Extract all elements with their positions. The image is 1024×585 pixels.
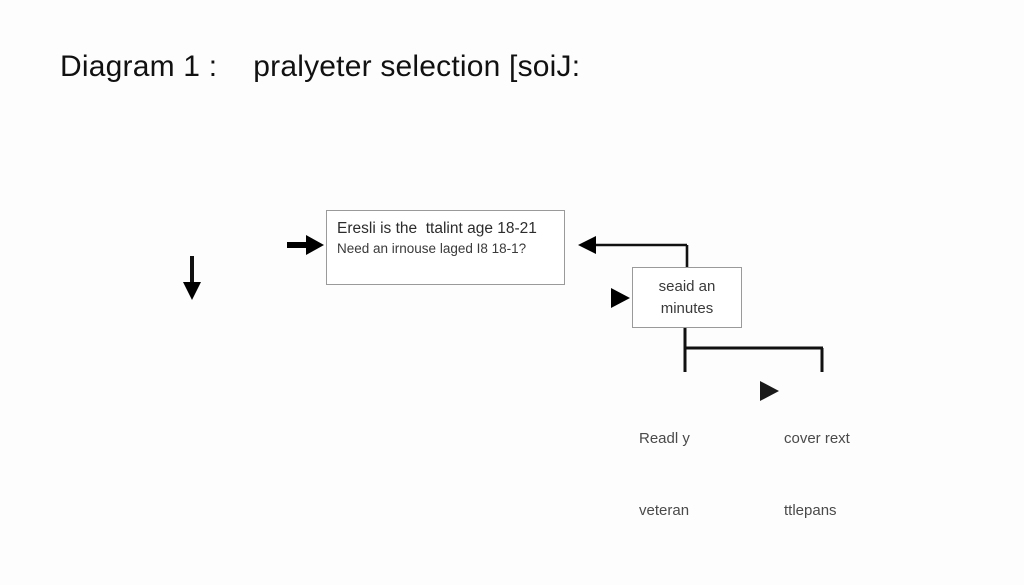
leaf-label-left-line-2: veteran (639, 502, 690, 519)
page-title: Diagram 1 : pralyeter selection [soiJ: (60, 50, 580, 84)
branch-connector (683, 328, 824, 372)
leaf-label-left-line-1: Readl y (639, 430, 690, 447)
leaf-label-right: cover rext ttlepans (784, 379, 850, 571)
down-arrow-icon (183, 256, 201, 300)
process-box-primary[interactable]: Eresli is the ttalint age 18-21 Need an … (326, 210, 565, 285)
process-box-secondary[interactable]: seaid an minutes (632, 267, 742, 328)
leaf-label-right-line-1: cover rext (784, 430, 850, 447)
process-box-primary-line-1: Eresli is the ttalint age 18-21 (337, 220, 537, 237)
page-title-text: pralyeter selection [soiJ: (253, 50, 581, 83)
leaf-label-right-line-2: ttlepans (784, 502, 837, 519)
leaf-label-left: Readl y veteran (639, 379, 690, 571)
entry-arrow-icon (287, 235, 324, 255)
process-box-secondary-line-2: minutes (660, 299, 714, 317)
process-box-primary-line-2: Need an irnouse laged I8 18-1? (337, 241, 527, 256)
leaf-right-arrow-icon (760, 381, 779, 401)
process-box-secondary-line-1: seaid an (658, 277, 716, 295)
feedback-connector (578, 236, 689, 267)
secondary-entry-arrow-icon (611, 288, 630, 308)
page-title-label: Diagram 1 : (60, 50, 218, 83)
